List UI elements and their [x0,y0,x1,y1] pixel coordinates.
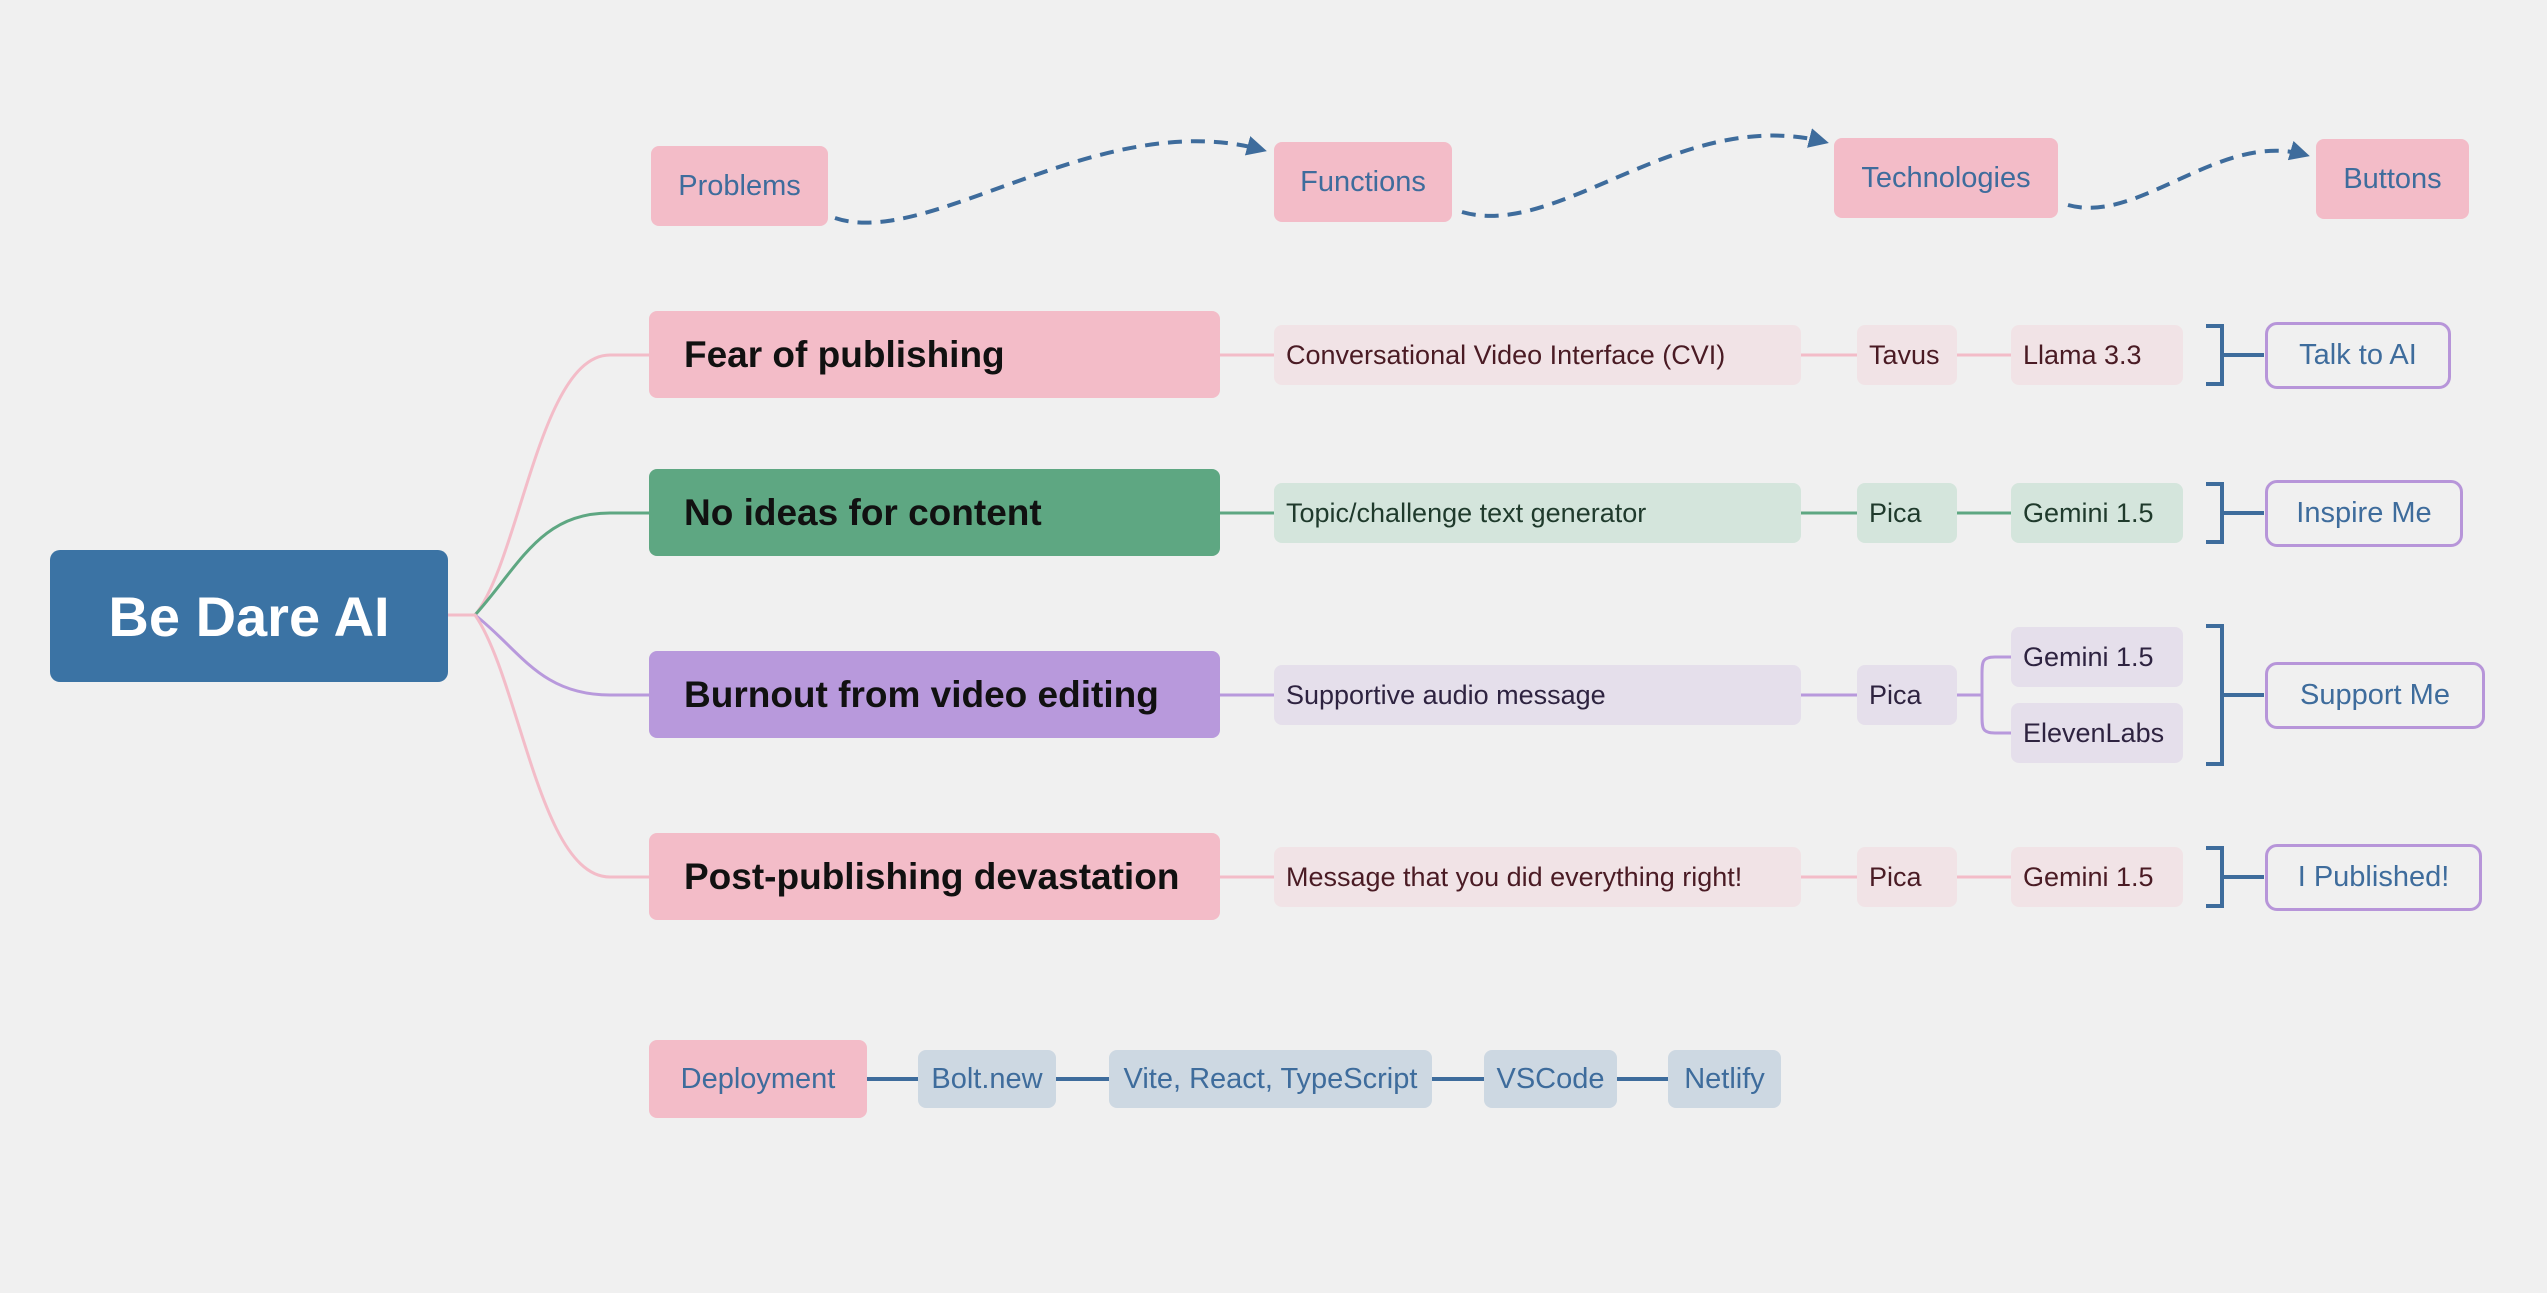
support-me-button[interactable]: Support Me [2265,662,2485,729]
flow-arrow [834,136,1267,225]
model-llama: Llama 3.3 [2011,325,2183,385]
header-problems: Problems [651,146,828,226]
model-elevenlabs: ElevenLabs [2011,703,2183,763]
deploy-stack: Vite, React, TypeScript [1109,1050,1432,1108]
problem-fear-of-publishing: Fear of publishing [649,311,1220,398]
flow-arrow [1461,128,1829,218]
header-functions: Functions [1274,142,1452,222]
model-gemini: Gemini 1.5 [2011,483,2183,543]
i-published-button[interactable]: I Published! [2265,844,2482,911]
problem-post-publishing: Post-publishing devastation [649,833,1220,920]
header-buttons: Buttons [2316,139,2469,219]
talk-to-ai-button[interactable]: Talk to AI [2265,322,2451,389]
button-bracket [2206,324,2264,908]
root-node: Be Dare AI [50,550,448,682]
platform-pica: Pica [1857,483,1957,543]
problem-no-ideas: No ideas for content [649,469,1220,556]
header-technologies: Technologies [1834,138,2058,218]
function-cvi: Conversational Video Interface (CVI) [1274,325,1801,385]
model-gemini: Gemini 1.5 [2011,847,2183,907]
branch-line [448,613,650,879]
function-supportive-audio: Supportive audio message [1274,665,1801,725]
deploy-vscode: VSCode [1484,1050,1617,1108]
flow-arrow [2067,140,2310,210]
deploy-bolt: Bolt.new [918,1050,1056,1108]
problem-burnout: Burnout from video editing [649,651,1220,738]
function-message-right: Message that you did everything right! [1274,847,1801,907]
platform-tavus: Tavus [1857,325,1957,385]
inspire-me-button[interactable]: Inspire Me [2265,480,2463,547]
deploy-netlify: Netlify [1668,1050,1781,1108]
model-gemini: Gemini 1.5 [2011,627,2183,687]
function-topic-generator: Topic/challenge text generator [1274,483,1801,543]
deployment-label: Deployment [649,1040,867,1118]
branch-line [448,613,650,697]
branch-line [448,353,650,617]
branch-line [448,511,650,617]
platform-pica: Pica [1857,665,1957,725]
platform-pica: Pica [1857,847,1957,907]
